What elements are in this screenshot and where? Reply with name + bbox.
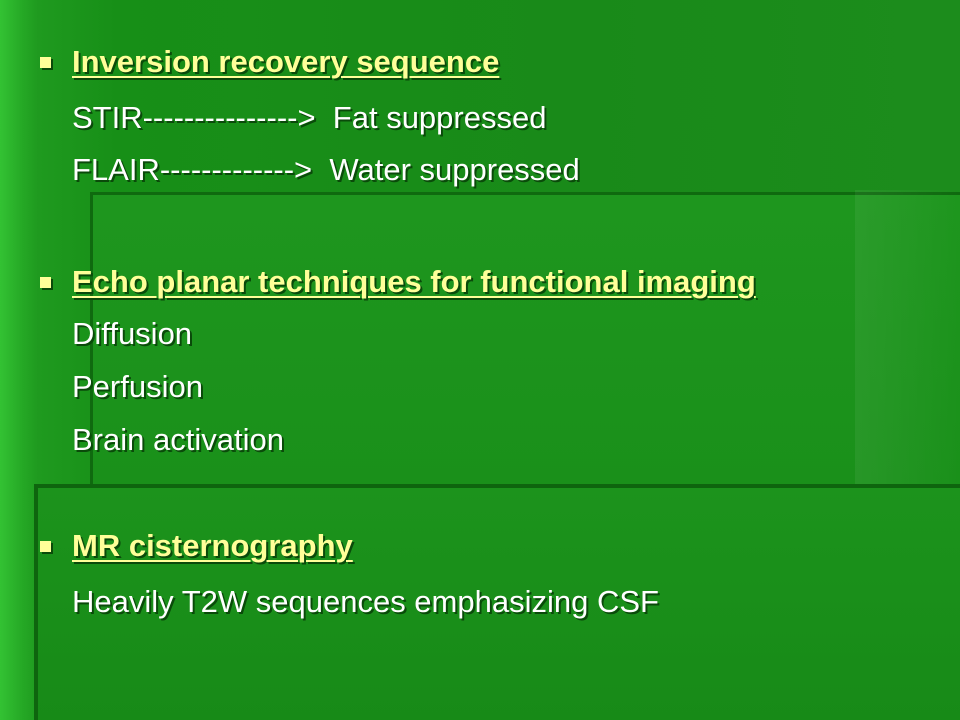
list-item-flair: FLAIR-------------> Water suppressed [72, 152, 580, 187]
square-bullet-icon [40, 541, 51, 552]
square-bullet-icon [40, 277, 51, 288]
list-item-heavily-t2w: Heavily T2W sequences emphasizing CSF [72, 584, 659, 619]
list-item-stir: STIR---------------> Fat suppressed [72, 100, 547, 135]
background-panel-lower [34, 484, 960, 720]
section-heading-echo-planar: Echo planar techniques for functional im… [72, 264, 756, 299]
background-sheen [855, 190, 960, 490]
list-item-diffusion: Diffusion [72, 316, 193, 351]
list-item-brain-activation: Brain activation [72, 422, 284, 457]
section-heading-mr-cisternography: MR cisternography [72, 528, 353, 563]
list-item-perfusion: Perfusion [72, 369, 203, 404]
left-accent-strip [0, 0, 38, 720]
square-bullet-icon [40, 57, 51, 68]
background-panel-upper [90, 192, 960, 495]
section-heading-inversion-recovery: Inversion recovery sequence [72, 44, 500, 79]
